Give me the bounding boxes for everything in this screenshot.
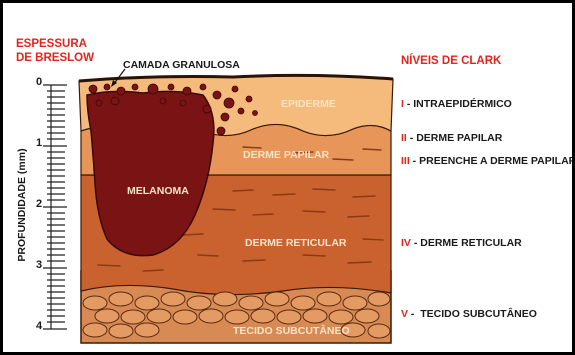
clark-level-4-sep: - xyxy=(411,237,420,249)
layer-label-derme-reticular: DERME RETICULAR xyxy=(245,237,347,249)
clark-level-3-label: PREENCHE A DERME PAPILAR xyxy=(419,155,575,167)
clark-level-5: V - TECIDO SUBCUTÂNEO xyxy=(401,308,537,320)
clark-level-2-sep: - xyxy=(407,132,416,144)
clark-title: NÍVEIS DE CLARK xyxy=(401,55,501,67)
clark-level-5-sep: - xyxy=(408,308,420,320)
clark-level-5-roman: V xyxy=(401,308,408,320)
clark-level-1: I - INTRAEPIDÉRMICO xyxy=(401,98,512,110)
clark-level-4-label: DERME RETICULAR xyxy=(420,237,522,249)
layer-label-derme-papilar: DERME PAPILAR xyxy=(243,149,329,161)
clark-level-4-roman: IV xyxy=(401,237,411,249)
depth-tick-1: 1 xyxy=(36,137,42,149)
clark-level-2: II - DERME PAPILAR xyxy=(401,132,502,144)
layer-label-tecido-subcutaneo: TECIDO SUBCUTÂNEO xyxy=(233,325,350,337)
depth-tick-3: 3 xyxy=(36,259,42,271)
depth-tick-4: 4 xyxy=(36,320,42,332)
clark-level-2-label: DERME PAPILAR xyxy=(416,132,502,144)
depth-ruler xyxy=(43,85,67,329)
granular-layer-label: CAMADA GRANULOSA xyxy=(123,59,240,71)
depth-axis-label: PROFUNDIDADE (mm) xyxy=(16,140,28,270)
clark-level-5-label: TECIDO SUBCUTÂNEO xyxy=(420,308,537,320)
layer-label-melanoma: MELANOMA xyxy=(127,185,189,197)
depth-tick-0: 0 xyxy=(36,76,42,88)
layer-label-epiderme: EPIDERME xyxy=(281,98,336,110)
clark-level-3-sep: - xyxy=(410,155,419,167)
clark-level-1-label: INTRAEPIDÉRMICO xyxy=(413,98,512,110)
breslow-title-line1: ESPESSURA xyxy=(16,38,87,50)
clark-level-1-sep: - xyxy=(404,98,413,110)
clark-level-3-roman: III xyxy=(401,155,410,167)
breslow-title-line2: DE BRESLOW xyxy=(16,52,94,64)
clark-level-3: III - PREENCHE A DERME PAPILAR xyxy=(401,155,575,167)
clark-level-4: IV - DERME RETICULAR xyxy=(401,237,522,249)
depth-tick-2: 2 xyxy=(36,198,42,210)
